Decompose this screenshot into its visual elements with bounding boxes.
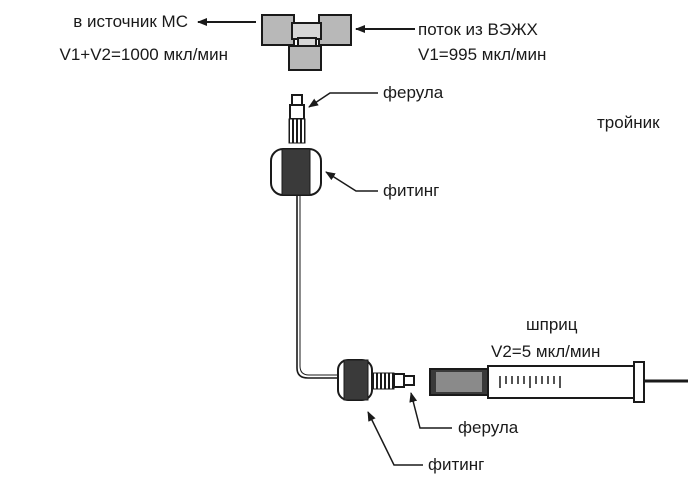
syringe-scale	[499, 376, 561, 388]
top-fitting	[270, 148, 322, 196]
syringe-flow-label: V2=5 мкл/мин	[491, 342, 600, 361]
to-ms-label: в источник МС	[73, 12, 188, 31]
leader-lines	[308, 92, 452, 466]
capillary-tube	[296, 195, 338, 379]
tee-label: тройник	[597, 113, 660, 132]
ferrule-bottom-label: ферула	[458, 418, 519, 437]
syringe-label: шприц	[526, 315, 578, 334]
syringe	[429, 361, 688, 403]
from-hplc-label: поток из ВЭЖХ	[418, 20, 538, 39]
ferrule-top-label: ферула	[383, 83, 444, 102]
bottom-fitting	[337, 359, 373, 401]
fitting-top-label: фитинг	[383, 181, 439, 200]
tee-connector	[261, 14, 352, 71]
fitting-bottom-label: фитинг	[428, 455, 484, 474]
from-hplc-flow-label: V1=995 мкл/мин	[418, 45, 546, 64]
bottom-ferrule	[371, 372, 415, 390]
to-ms-flow-label: V1+V2=1000 мкл/мин	[59, 45, 228, 64]
top-ferrule	[288, 94, 306, 144]
